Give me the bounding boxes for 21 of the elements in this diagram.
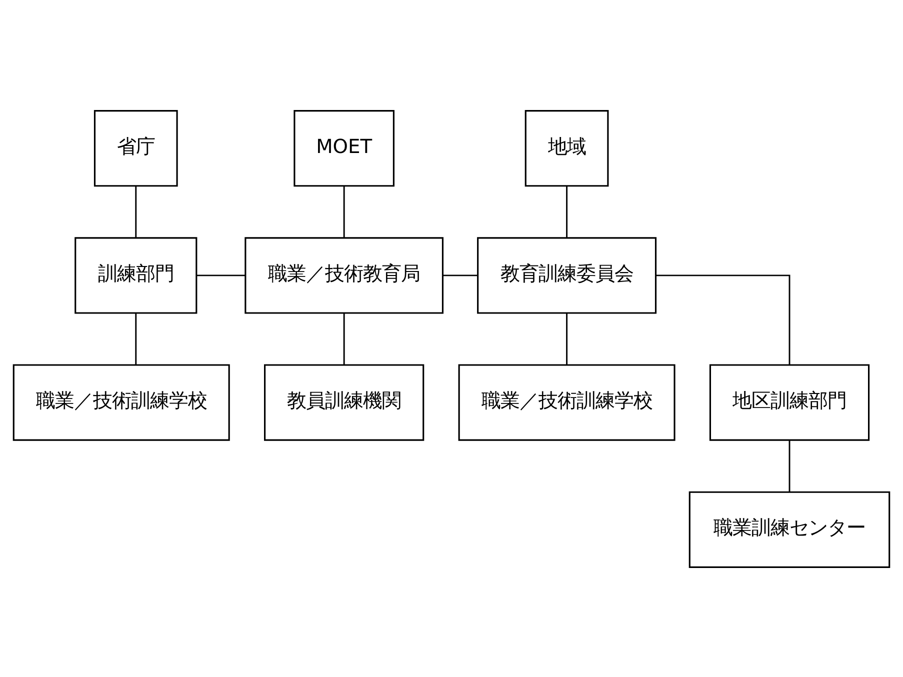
node-box: 職業／技術訓練学校: [12, 364, 230, 440]
node-box: 地域: [524, 110, 609, 186]
connector: [788, 440, 790, 492]
connector: [566, 186, 568, 238]
node-box: 職業／技術教育局: [244, 236, 444, 314]
connector: [343, 312, 345, 364]
connector: [196, 274, 246, 276]
node-box: 省庁: [94, 110, 178, 186]
node-box: 訓練部門: [74, 236, 198, 314]
connector: [656, 274, 790, 364]
connector: [135, 312, 137, 364]
node-box: 教育訓練委員会: [477, 236, 657, 314]
connector: [566, 312, 568, 364]
node-box: MOET: [294, 110, 394, 186]
node-box: 職業訓練センター: [688, 490, 890, 568]
connector: [442, 274, 478, 276]
connector: [135, 186, 137, 238]
node-box: 職業／技術訓練学校: [458, 364, 676, 440]
connector: [343, 186, 345, 238]
node-box: 地区訓練部門: [709, 364, 870, 440]
node-box: 教員訓練機関: [264, 364, 424, 440]
